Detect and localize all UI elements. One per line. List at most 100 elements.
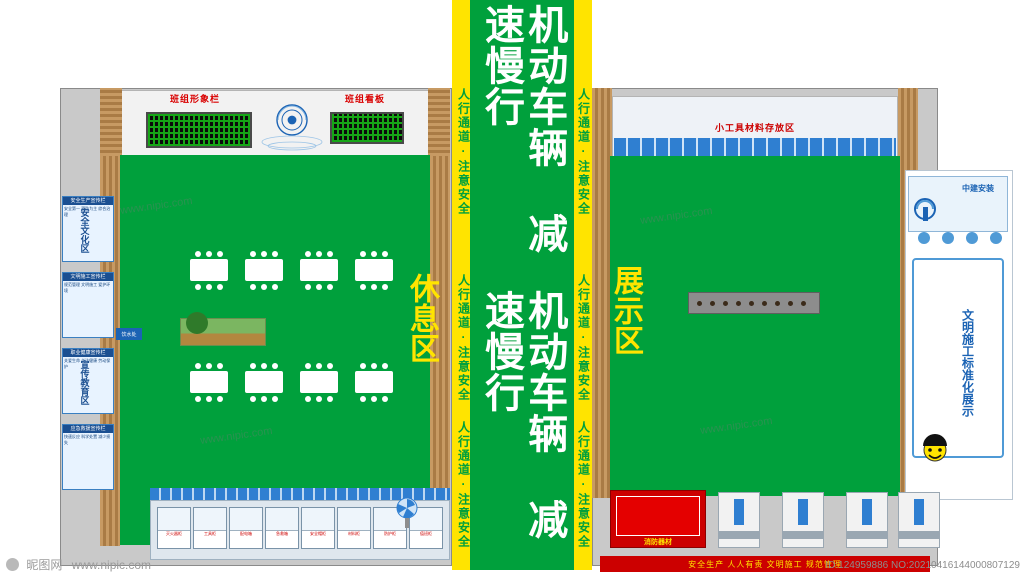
image-id-text: ID:124959886 NO:20210416144000807129 — [825, 560, 1020, 571]
table — [190, 259, 228, 281]
led-display-right — [330, 112, 404, 144]
locker-base — [899, 531, 939, 539]
watermark-dot-icon — [6, 558, 19, 571]
chair — [305, 363, 311, 369]
equipment-cabinet: 灭火器柜 — [157, 507, 191, 549]
board-label-team-kanban: 班组看板 — [344, 93, 385, 104]
chair — [382, 396, 388, 402]
watermark-site: www.nipic.com — [71, 558, 152, 572]
locker-slot — [798, 499, 808, 525]
panel-dot — [966, 232, 978, 244]
info-poster: 应急救援宣传栏 快速反应 科学处置 减少损失 — [62, 424, 114, 490]
locker-slot — [862, 499, 872, 525]
cabinet-window — [194, 508, 226, 531]
chair — [382, 251, 388, 257]
poster-caption: 应急救援宣传栏 — [63, 425, 113, 433]
chair — [371, 396, 377, 402]
right-floor-label: 展示区 — [609, 265, 642, 355]
equipment-cabinet: 急救箱 — [265, 507, 299, 549]
storage-locker — [782, 492, 824, 548]
pedestrian-notice: 人行通道·注意安全 — [576, 88, 591, 216]
cabinet-label: 急救箱 — [276, 531, 288, 536]
table — [355, 371, 393, 393]
bench-dot — [801, 301, 806, 306]
chair — [261, 251, 267, 257]
company-logo-icon — [912, 196, 946, 226]
led-display-left — [146, 112, 252, 148]
cabinet-label: 安全帽柜 — [310, 531, 326, 536]
storage-locker — [846, 492, 888, 548]
bench-dot — [749, 301, 754, 306]
side-zone-label-education: 宣传教育区 — [79, 359, 90, 405]
corridor-slogan-top: 机动车辆 减速慢行 — [479, 4, 567, 254]
chair — [360, 363, 366, 369]
panel-brand-title: 中建安装 — [962, 183, 994, 193]
cabinet-window — [374, 508, 406, 531]
chair — [272, 396, 278, 402]
board-label-team-image: 班组形象栏 — [169, 93, 220, 104]
chair — [305, 251, 311, 257]
panel-dot-row — [918, 232, 1002, 246]
bench-dot — [736, 301, 741, 306]
pedestrian-notice: 人行通道·注意安全 — [456, 88, 471, 216]
cabinet-label: 值班柜 — [420, 531, 432, 536]
chair — [360, 251, 366, 257]
bench-dot — [775, 301, 780, 306]
table — [190, 371, 228, 393]
fan-icon — [392, 496, 422, 530]
tool-storage-area-label: 小工具材料存放区 — [714, 122, 795, 133]
fire-cabinet-glass — [616, 496, 700, 536]
poster-caption: 安全生产宣传栏 — [63, 197, 113, 205]
panel-content-frame — [912, 258, 1004, 458]
chair — [360, 396, 366, 402]
cabinet-label: 材料柜 — [348, 531, 360, 536]
pedestrian-notice: 人行通道·注意安全 — [456, 421, 471, 549]
chair — [195, 363, 201, 369]
chair — [261, 363, 267, 369]
table — [300, 259, 338, 281]
chair — [316, 396, 322, 402]
left-hall-green-floor — [120, 155, 430, 545]
display-bench — [688, 292, 820, 314]
panel-vertical-title: 文明施工标准化展示 — [960, 309, 975, 417]
chair — [327, 363, 333, 369]
chair — [217, 363, 223, 369]
right-wall-wood-panel — [430, 156, 450, 546]
panel-dot — [990, 232, 1002, 244]
chair — [305, 284, 311, 290]
bench-dot — [710, 301, 715, 306]
watermark-brand: 昵图网 — [26, 558, 63, 572]
table — [300, 371, 338, 393]
chair — [195, 396, 201, 402]
cabinet-window — [338, 508, 370, 531]
chair — [371, 363, 377, 369]
info-poster: 文明施工宣传栏 规范管理 文明施工 爱护环境 — [62, 272, 114, 338]
storage-locker — [898, 492, 940, 548]
poster-caption: 职业健康宣传栏 — [63, 349, 113, 357]
chair — [327, 396, 333, 402]
panel-header — [908, 176, 1008, 232]
water-station-sign: 饮水处 — [116, 328, 142, 340]
watermark-logo: 昵图网 www.nipic.com — [6, 556, 186, 578]
right-corner-wood-panel — [428, 88, 450, 156]
table — [245, 371, 283, 393]
chair — [206, 284, 212, 290]
chair — [382, 363, 388, 369]
chair — [305, 396, 311, 402]
equipment-cabinet: 防护柜 — [373, 507, 407, 549]
chair — [371, 284, 377, 290]
led-grid-right — [332, 114, 402, 142]
locker-base — [719, 531, 759, 539]
equipment-cabinet: 安全帽柜 — [301, 507, 335, 549]
chair — [206, 251, 212, 257]
bottom-red-banner — [600, 556, 930, 572]
fire-cabinet-label: 消防器材 — [644, 539, 672, 546]
chair — [217, 284, 223, 290]
left-floor-label: 休息区 — [405, 273, 438, 363]
right-hall-green-floor — [610, 156, 900, 496]
equipment-cabinet: 配电箱 — [229, 507, 263, 549]
chair — [316, 363, 322, 369]
cabinet-label: 工具柜 — [204, 531, 216, 536]
chair — [217, 251, 223, 257]
